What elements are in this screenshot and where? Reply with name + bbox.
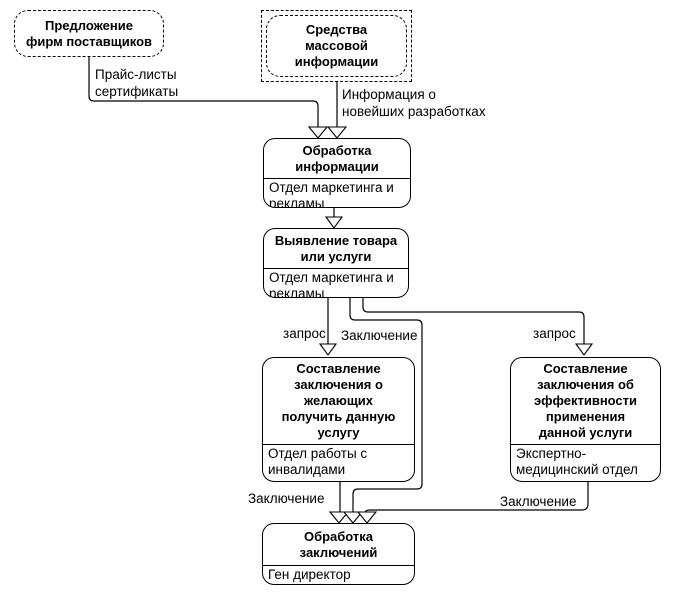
arrowhead-process-info-right xyxy=(326,126,348,139)
edge-label-info-new: Информация о новейших разработках xyxy=(342,87,486,119)
node-identify-product-title: Выявление товара или услуги xyxy=(264,229,408,269)
node-conclusion-effectiveness-title: Составление заключения об эффективности … xyxy=(511,358,660,445)
edge-label-request-left: запрос xyxy=(283,326,326,341)
node-identify-product: Выявление товара или услуги Отдел маркет… xyxy=(263,228,409,298)
node-conclusion-effectiveness-department: Экспертно- медицинский отдел xyxy=(516,446,638,477)
node-supplier-offer: Предложение фирм поставщиков xyxy=(14,10,164,57)
edge-label-request-right: запрос xyxy=(533,326,576,341)
node-mass-media-label: Средства массовой информации xyxy=(294,22,379,69)
node-process-conclusions: Обработка заключений Ген директор xyxy=(262,523,415,585)
arrowhead-conclusions-1 xyxy=(328,511,350,524)
edge-label-price-lists: Прайс-листы сертификаты xyxy=(95,67,179,99)
edge-conclusion-right xyxy=(364,482,589,514)
edge-label-conclusion-left: Заключение xyxy=(248,491,325,506)
node-process-info: Обработка информации Отдел маркетинга и … xyxy=(263,138,411,208)
arrowhead-conclusions-3 xyxy=(356,511,378,524)
arrowhead-identify xyxy=(324,216,344,229)
edge-price-lists xyxy=(88,57,319,127)
node-conclusion-effectiveness: Составление заключения об эффективности … xyxy=(510,357,661,482)
edge-label-conclusion-mid: Заключение xyxy=(341,328,418,343)
arrowhead-applicants xyxy=(318,343,338,356)
node-conclusion-applicants-department: Отдел работы с инвалидами xyxy=(268,446,368,477)
edge-request-right xyxy=(362,298,585,344)
node-identify-product-department: Отдел маркетинга и рекламы xyxy=(269,270,394,298)
node-process-conclusions-department: Ген директор xyxy=(268,567,351,582)
arrowhead-conclusions-2 xyxy=(342,511,364,524)
node-mass-media: Средства массовой информации xyxy=(266,15,407,77)
edge-label-conclusion-right: Заключение xyxy=(500,494,577,509)
node-mass-media-outer xyxy=(261,10,412,82)
node-process-conclusions-title: Обработка заключений xyxy=(263,524,414,566)
node-conclusion-applicants-title: Составление заключения о желающих получи… xyxy=(263,358,414,445)
node-process-info-department: Отдел маркетинга и рекламы xyxy=(269,180,394,208)
node-process-info-title: Обработка информации xyxy=(264,139,410,179)
node-conclusion-applicants: Составление заключения о желающих получи… xyxy=(262,357,415,482)
node-supplier-offer-label: Предложение фирм поставщиков xyxy=(25,17,153,49)
arrowhead-process-info-left xyxy=(307,126,329,139)
arrowhead-effectiveness xyxy=(574,343,594,356)
edge-conclusion-mid xyxy=(349,298,423,512)
